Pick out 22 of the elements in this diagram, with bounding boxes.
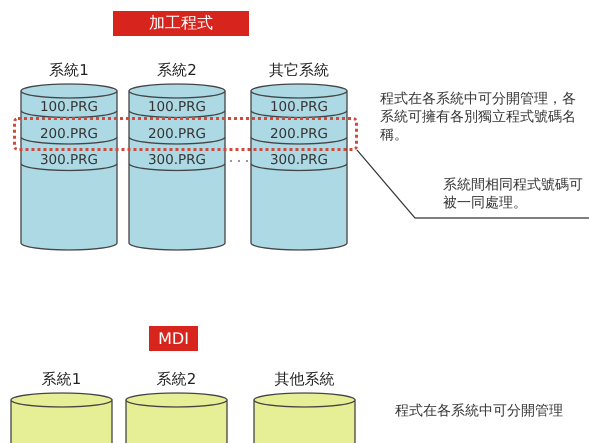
file-label: 300.PRG [250, 153, 348, 168]
note-text: 程式在各系統中可分開管理，各系統可擁有各別獨立程式號碼名稱。 [380, 90, 576, 144]
file-label: 100.PRG [20, 100, 118, 114]
file-label: 200.PRG [250, 126, 348, 141]
leader-line [356, 150, 589, 219]
heading-banner: 加工程式 [113, 11, 249, 36]
file-label: 300.PRG [20, 153, 118, 168]
file-label: 100.PRG [128, 100, 226, 114]
cylinder-label: 系統2 [156, 61, 198, 79]
heading-banner: MDI [149, 326, 198, 351]
highlight-box [13, 117, 358, 151]
file-label: 100.PRG [250, 100, 348, 114]
cylinder-label: 其他系統 [274, 370, 336, 388]
cylinder-label: 系統2 [156, 370, 198, 388]
file-label: 300.PRG [128, 153, 226, 168]
note-text: 程式在各系統中可分開管理 [395, 402, 564, 420]
file-label: 200.PRG [128, 126, 226, 141]
cylinder-label: 其它系統 [268, 61, 330, 79]
callout-text: 系統間相同程式號碼可被一同處理。 [443, 176, 589, 218]
file-label: 200.PRG [20, 126, 118, 141]
cylinder-label: 系統1 [48, 61, 90, 79]
cylinder-label: 系統1 [40, 370, 82, 388]
